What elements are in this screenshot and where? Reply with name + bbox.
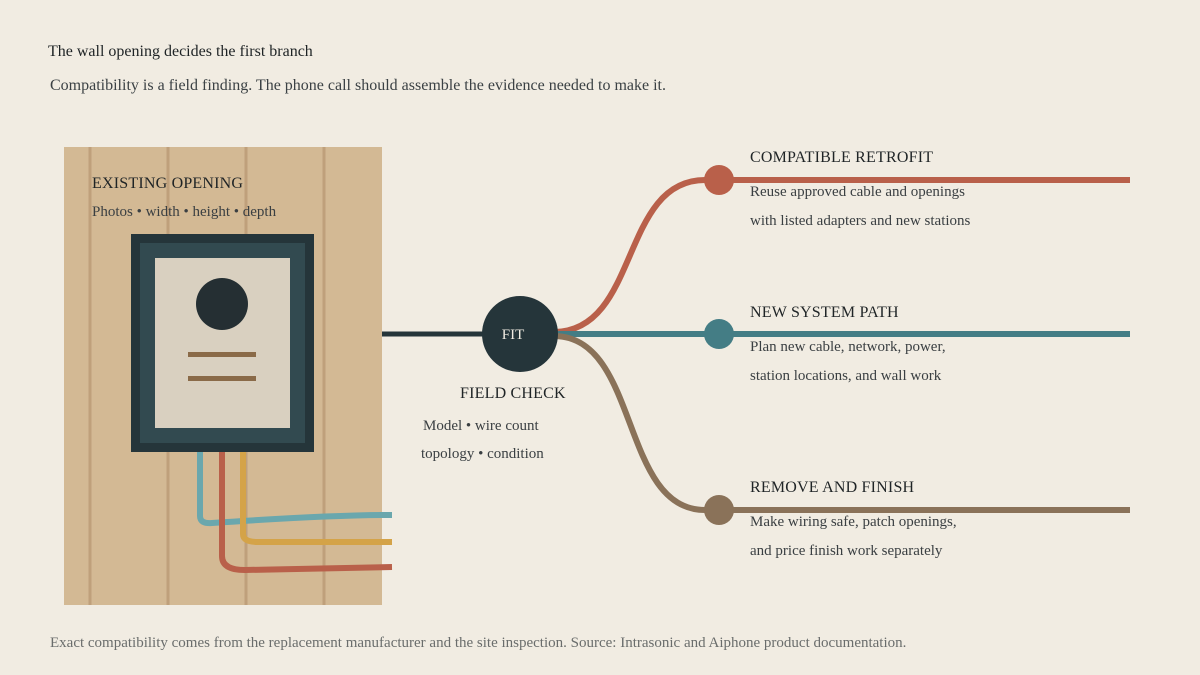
source-footnote: Exact compatibility comes from the repla…	[50, 635, 907, 651]
branch-text-remove-2: and price finish work separately	[750, 543, 943, 559]
field-check-title: FIELD CHECK	[460, 385, 566, 402]
diagram-title: The wall opening decides the first branc…	[48, 43, 313, 60]
branch-text-compatible-1: Reuse approved cable and openings	[750, 184, 965, 200]
diagram-subtitle: Compatibility is a field finding. The ph…	[50, 77, 666, 94]
branch-text-new-system-1: Plan new cable, network, power,	[750, 339, 946, 355]
opening-title: EXISTING OPENING	[92, 175, 244, 192]
fit-hub-label: FIT	[502, 327, 525, 343]
opening-detail: Photos • width • height • depth	[92, 204, 277, 220]
speaker-icon	[196, 278, 248, 330]
branch-line-compatible	[554, 177, 1130, 335]
branch-line-remove	[554, 333, 1130, 513]
field-check-line2: topology • condition	[421, 446, 544, 462]
node-remove-finish	[704, 495, 734, 525]
branch-text-remove-1: Make wiring safe, patch openings,	[750, 514, 957, 530]
field-check-line1: Model • wire count	[423, 418, 539, 434]
wire-red	[219, 450, 393, 574]
branch-title-new-system: NEW SYSTEM PATH	[750, 304, 899, 321]
wire-blue	[197, 450, 393, 527]
node-new-system	[704, 319, 734, 349]
branch-title-compatible: COMPATIBLE RETROFIT	[750, 149, 934, 166]
branch-text-compatible-2: with listed adapters and new stations	[750, 213, 971, 229]
fit-hub	[482, 296, 558, 372]
wire-gold	[240, 450, 392, 545]
node-compatible-retrofit	[704, 165, 734, 195]
existing-wires	[197, 450, 393, 574]
branch-text-new-system-2: station locations, and wall work	[750, 368, 942, 384]
branch-title-remove: REMOVE AND FINISH	[750, 479, 915, 496]
intercom-device	[131, 234, 314, 452]
